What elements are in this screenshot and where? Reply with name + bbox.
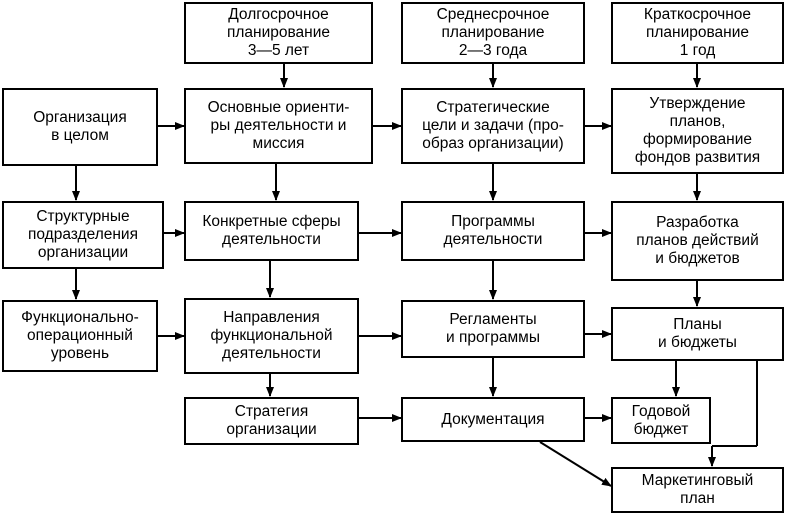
node-structural-units-label: Структурные подразделения организации <box>28 208 138 261</box>
node-activity-spheres: Конкретные сферы деятельности <box>184 201 359 261</box>
node-strategic-goals: Стратегические цели и задачи (про- образ… <box>401 88 585 164</box>
node-activity-spheres-label: Конкретные сферы деятельности <box>202 213 341 248</box>
node-functional-level: Функционально- операционный уровень <box>2 300 158 372</box>
node-marketing-plan: Маркетинговый план <box>611 467 784 513</box>
node-mission: Основные ориенти- ры деятельности и мисс… <box>184 88 373 164</box>
node-action-plans: Разработка планов действий и бюджетов <box>611 201 784 281</box>
node-marketing-plan-label: Маркетинговый план <box>641 472 754 507</box>
node-documentation-label: Документация <box>441 410 545 428</box>
node-long-term-planning: Долгосрочное планирование 3—5 лет <box>184 2 373 64</box>
node-functional-directions-label: Направления функциональной деятельности <box>210 309 333 362</box>
node-annual-budget: Годовой бюджет <box>611 397 711 444</box>
arrow-documentation-to-marketing <box>539 441 612 487</box>
node-org-strategy: Стратегия организации <box>184 397 359 445</box>
node-action-plans-label: Разработка планов действий и бюджетов <box>636 214 759 267</box>
node-strategic-goals-label: Стратегические цели и задачи (про- образ… <box>422 99 564 152</box>
node-functional-directions: Направления функциональной деятельности <box>184 298 359 374</box>
node-organization-whole-label: Организация в целом <box>33 109 127 144</box>
node-short-term-planning: Краткосрочное планирование 1 год <box>611 2 784 64</box>
node-mission-label: Основные ориенти- ры деятельности и мисс… <box>207 99 350 152</box>
node-activity-programs-label: Программы деятельности <box>443 213 543 248</box>
node-functional-level-label: Функционально- операционный уровень <box>21 309 139 362</box>
node-mid-term-planning: Среднесрочное планирование 2—3 года <box>401 2 585 64</box>
node-plans-budgets-label: Планы и бюджеты <box>658 316 737 351</box>
node-regulations-label: Регламенты и программы <box>446 311 540 346</box>
node-plan-approval: Утверждение планов, формирование фондов … <box>611 88 784 174</box>
node-plans-budgets: Планы и бюджеты <box>611 307 784 361</box>
node-long-term-planning-label: Долгосрочное планирование 3—5 лет <box>226 6 331 59</box>
node-structural-units: Структурные подразделения организации <box>2 201 164 269</box>
node-annual-budget-label: Годовой бюджет <box>631 402 691 438</box>
node-organization-whole: Организация в целом <box>2 88 158 166</box>
node-org-strategy-label: Стратегия организации <box>226 403 317 438</box>
node-short-term-planning-label: Краткосрочное планирование 1 год <box>643 6 752 59</box>
node-plan-approval-label: Утверждение планов, формирование фондов … <box>634 95 761 166</box>
node-activity-programs: Программы деятельности <box>401 201 585 261</box>
node-regulations: Регламенты и программы <box>401 300 585 358</box>
node-mid-term-planning-label: Среднесрочное планирование 2—3 года <box>436 6 550 59</box>
node-documentation: Документация <box>401 397 585 442</box>
